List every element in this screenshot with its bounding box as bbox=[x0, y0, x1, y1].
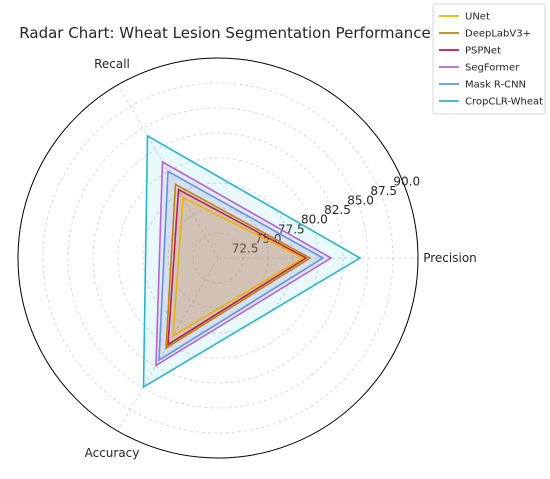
series-mask-r-cnn bbox=[158, 170, 325, 362]
r-tick-label: 75.0 bbox=[255, 232, 282, 246]
grid-circle bbox=[117, 157, 319, 359]
r-tick-label: 87.5 bbox=[370, 184, 397, 198]
series-cropclr-wheat bbox=[142, 134, 362, 389]
plot-area: 72.575.077.580.082.585.087.590.0Precisio… bbox=[17, 57, 477, 460]
legend-label: SegFormer bbox=[465, 63, 520, 74]
legend-label: Mask R-CNN bbox=[465, 80, 526, 91]
r-tick-label: 85.0 bbox=[347, 194, 374, 208]
axis-label-precision: Precision bbox=[423, 251, 477, 265]
r-tick-label: 77.5 bbox=[278, 222, 305, 236]
series-pspnet bbox=[167, 188, 308, 347]
legend-label: UNet bbox=[465, 12, 490, 23]
r-tick-label: 90.0 bbox=[393, 174, 420, 188]
r-tick-label: 80.0 bbox=[301, 213, 328, 227]
legend-frame bbox=[432, 3, 546, 115]
axis-label-recall: Recall bbox=[94, 57, 130, 71]
grid-circle bbox=[92, 132, 344, 384]
axis-label-accuracy: Accuracy bbox=[85, 446, 140, 460]
series-deeplabv3- bbox=[165, 183, 312, 350]
legend-label: CropCLR-Wheat bbox=[465, 97, 543, 108]
series-segformer bbox=[155, 160, 333, 367]
chart-title: Radar Chart: Wheat Lesion Segmentation P… bbox=[19, 24, 430, 42]
outer-frame bbox=[17, 57, 419, 459]
r-tick-label: 82.5 bbox=[324, 203, 351, 217]
r-tick-label: 72.5 bbox=[232, 241, 259, 255]
legend-label: PSPNet bbox=[465, 46, 501, 57]
series-unet bbox=[172, 196, 305, 338]
legend-label: DeepLabV3+ bbox=[465, 29, 531, 40]
